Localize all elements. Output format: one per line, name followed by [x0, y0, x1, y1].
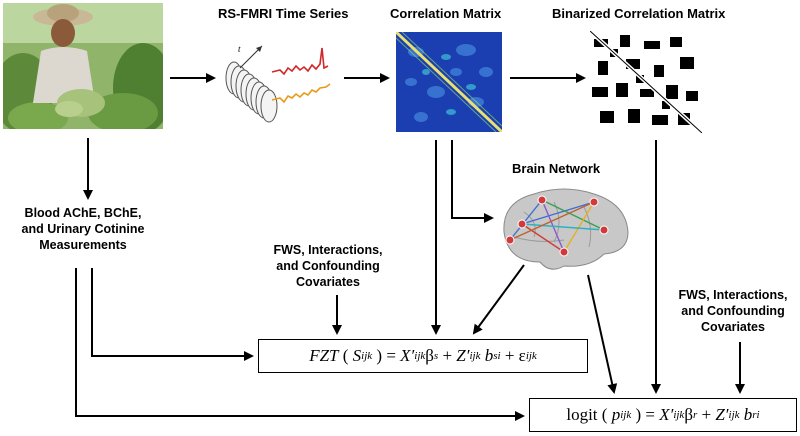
- arrow-brain-to-fzt: [472, 264, 525, 335]
- arrow-measurements-to-fzt: [91, 268, 254, 361]
- logit-t2-coef-sub: ri: [752, 409, 760, 421]
- correlation-matrix-image: [396, 32, 502, 132]
- binarized-matrix-title: Binarized Correlation Matrix: [552, 6, 726, 21]
- binarized-matrix-image: [590, 31, 702, 133]
- covariates-right-line-1: FWS, Interactions,: [678, 288, 788, 302]
- fzt-t1-sub: ijk: [414, 350, 426, 362]
- logit-t2-coef: b: [743, 405, 753, 424]
- covariates-right-line-3: Covariates: [701, 320, 765, 334]
- logit-lhs-function: logit: [566, 405, 598, 424]
- fzt-t1-var: X′: [400, 346, 415, 365]
- logit-t1-var: X′: [659, 405, 674, 424]
- covariates-left-line-3: Covariates: [296, 275, 360, 289]
- fzt-lhs-sub: ijk: [361, 350, 373, 362]
- covariates-left-line-2: and Confounding: [276, 259, 380, 273]
- arrow-brain-to-logit: [587, 274, 618, 394]
- svg-text:t: t: [238, 44, 241, 54]
- fzt-lhs-var: S: [352, 346, 362, 365]
- fzt-t2-var: Z′: [456, 346, 470, 365]
- brain-network-title: Brain Network: [512, 161, 601, 176]
- correlation-matrix-title: Correlation Matrix: [390, 6, 502, 21]
- fmri-slice-stack-icon: t: [225, 44, 331, 123]
- fzt-t2-coef: b: [484, 346, 494, 365]
- measurements-line-3: Measurements: [39, 238, 127, 252]
- fzt-t1-coef-sub: s: [433, 350, 439, 362]
- logit-lhs-var: p: [611, 405, 621, 424]
- arrow-measurements-to-logit: [75, 268, 525, 421]
- fzt-lhs-function: FZT: [309, 346, 339, 365]
- measurements-label: Blood AChE, BChE, and Urinary Cotinine M…: [0, 205, 166, 253]
- measurements-line-2: and Urinary Cotinine: [21, 222, 145, 236]
- logit-t1-coef: β: [684, 405, 693, 424]
- covariates-right-line-2: and Confounding: [681, 304, 785, 318]
- fzt-error-sub: ijk: [525, 350, 537, 362]
- logit-t2-sub: ijk: [728, 409, 740, 421]
- logit-lhs-sub: ijk: [620, 409, 632, 421]
- covariates-right-label: FWS, Interactions, and Confounding Covar…: [666, 287, 800, 335]
- fzt-t2-coef-sub: si: [493, 350, 501, 362]
- covariates-left-label: FWS, Interactions, and Confounding Covar…: [258, 242, 398, 290]
- fzt-t1-coef: β: [425, 346, 434, 365]
- covariates-left-line-1: FWS, Interactions,: [273, 243, 383, 257]
- arrow-correlation-to-brain: [451, 140, 494, 223]
- measurements-line-1: Blood AChE, BChE,: [24, 206, 142, 220]
- brain-icon: [503, 188, 629, 270]
- logit-t1-coef-sub: r: [692, 409, 698, 421]
- logit-t2-var: Z′: [715, 405, 729, 424]
- time-series-title: RS-FMRI Time Series: [218, 6, 349, 21]
- fzt-t2-sub: ijk: [469, 350, 481, 362]
- farm-worker-photo: [3, 3, 163, 129]
- logit-t1-sub: ijk: [673, 409, 685, 421]
- fzt-error: ε: [518, 346, 526, 365]
